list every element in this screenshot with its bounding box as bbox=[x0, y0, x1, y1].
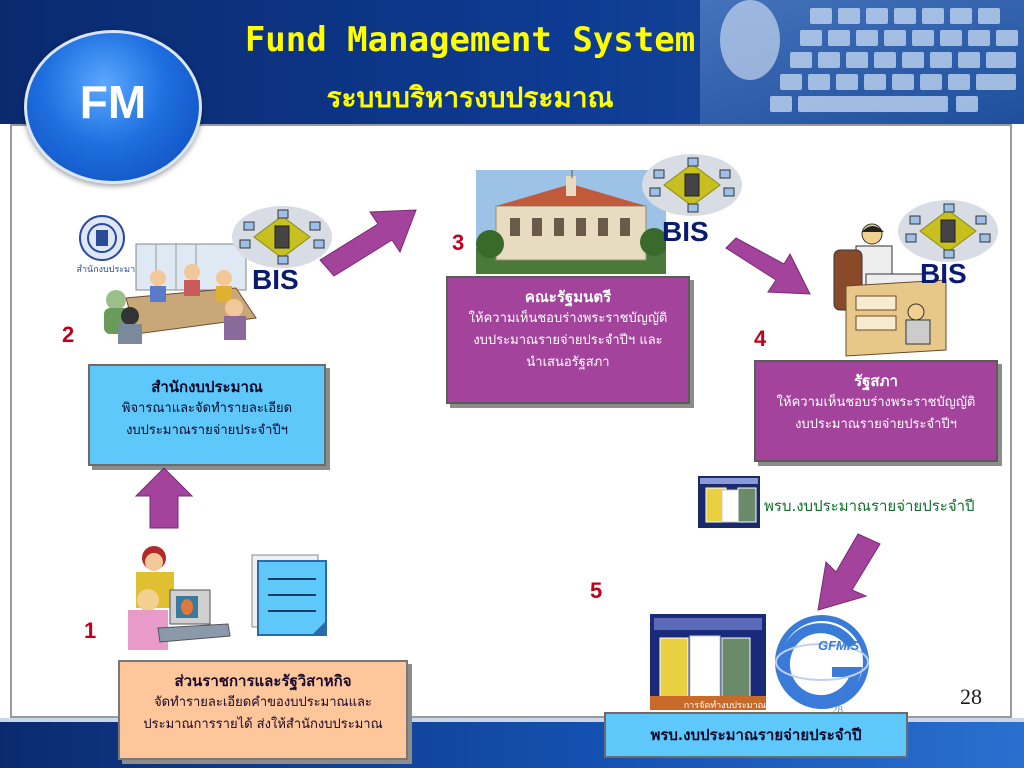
small-page-number: 28 bbox=[832, 704, 843, 716]
step-number-1: 1 bbox=[84, 618, 97, 643]
step2-line2: งบประมาณรายจ่ายประจำปีฯ bbox=[126, 423, 288, 438]
step5-box: พรบ.งบประมาณรายจ่ายประจำปี bbox=[604, 712, 908, 758]
step4-box: รัฐสภา ให้ความเห็นชอบร่างพระราชบัญญัติ ง… bbox=[754, 360, 998, 462]
step4-line1: ให้ความเห็นชอบร่างพระราชบัญญัติ bbox=[776, 395, 976, 410]
step-number-5: 5 bbox=[590, 578, 603, 603]
step3-line3: นำเสนอรัฐสภา bbox=[526, 355, 610, 370]
budget-act-caption: พรบ.งบประมาณรายจ่ายประจำปี bbox=[764, 497, 975, 515]
step5-title: พรบ.งบประมาณรายจ่ายประจำปี bbox=[650, 726, 862, 744]
bis-network-icon bbox=[232, 206, 332, 268]
header-banner: Fund Management System ระบบบริหารงบประมา… bbox=[0, 0, 1024, 124]
step-number-4: 4 bbox=[754, 326, 767, 351]
bis-label-step2: BIS bbox=[252, 264, 299, 295]
gfmis-logo bbox=[775, 615, 869, 709]
step3-title: คณะรัฐมนตรี bbox=[524, 288, 612, 306]
budget-bureau-seal-icon bbox=[79, 215, 125, 261]
arrow-step2-to-step3 bbox=[319, 209, 417, 277]
bis-label-step3: BIS bbox=[662, 216, 709, 247]
step2-title: สำนักงบประมาณ bbox=[151, 378, 263, 396]
step2-box: สำนักงบประมาณ พิจารณาและจัดทำรายละเอียด … bbox=[88, 364, 326, 466]
meeting-room-illustration bbox=[104, 243, 257, 344]
step3-line2: งบประมาณรายจ่ายประจำปีฯ และ bbox=[473, 333, 663, 348]
bis-label-step4: BIS bbox=[920, 258, 967, 289]
bis-network-icon bbox=[642, 154, 742, 216]
step1-line1: จัดทำรายละเอียดคำของบประมาณและ bbox=[154, 695, 372, 710]
bis-network-icon bbox=[898, 200, 998, 262]
fm-badge: FM bbox=[24, 30, 202, 184]
parliament-desk-illustration bbox=[833, 223, 947, 357]
step1-line2: ประมาณการรายได้ ส่งให้สำนักงบประมาณ bbox=[143, 717, 383, 732]
budget-books-caption: การจัดทำงบประมาณ bbox=[683, 701, 766, 711]
page-number: 28 bbox=[960, 684, 982, 709]
keyboard-image bbox=[700, 0, 1024, 124]
step4-title: รัฐสภา bbox=[854, 372, 898, 390]
arrow-up-step1-to-step2 bbox=[134, 467, 194, 529]
gfmis-logo-text: GFMIS bbox=[818, 638, 860, 653]
step-number-2: 2 bbox=[62, 322, 75, 347]
step3-line1: ให้ความเห็นชอบร่างพระราชบัญญัติ bbox=[468, 311, 668, 326]
step4-line2: งบประมาณรายจ่ายประจำปีฯ bbox=[795, 417, 957, 432]
budget-act-booklet-icon bbox=[698, 476, 760, 528]
government-house-photo bbox=[476, 170, 666, 274]
step2-line1: พิจารณาและจัดทำรายละเอียด bbox=[121, 401, 293, 416]
step1-box: ส่วนราชการและรัฐวิสาหกิจ จัดทำรายละเอียด… bbox=[118, 660, 408, 760]
workers-at-computer-illustration bbox=[128, 546, 231, 650]
step3-box: คณะรัฐมนตรี ให้ความเห็นชอบร่างพระราชบัญญ… bbox=[446, 276, 690, 404]
budget-books-cover-image bbox=[650, 614, 766, 710]
fm-badge-label: FM bbox=[79, 76, 147, 128]
title-thai: ระบบบริหารงบประมาณ bbox=[326, 81, 614, 114]
arrow-step4-to-step5 bbox=[817, 533, 881, 611]
footer-stripe bbox=[0, 718, 1024, 724]
budget-bureau-seal-text: สำนักงบประมาณ bbox=[76, 265, 144, 275]
content-frame bbox=[10, 124, 1012, 718]
step1-title: ส่วนราชการและรัฐวิสาหกิจ bbox=[174, 672, 352, 690]
step-number-3: 3 bbox=[452, 230, 465, 255]
arrow-step3-to-step4 bbox=[725, 237, 811, 295]
document-icon bbox=[251, 554, 327, 636]
title-english: Fund Management System bbox=[244, 20, 696, 60]
